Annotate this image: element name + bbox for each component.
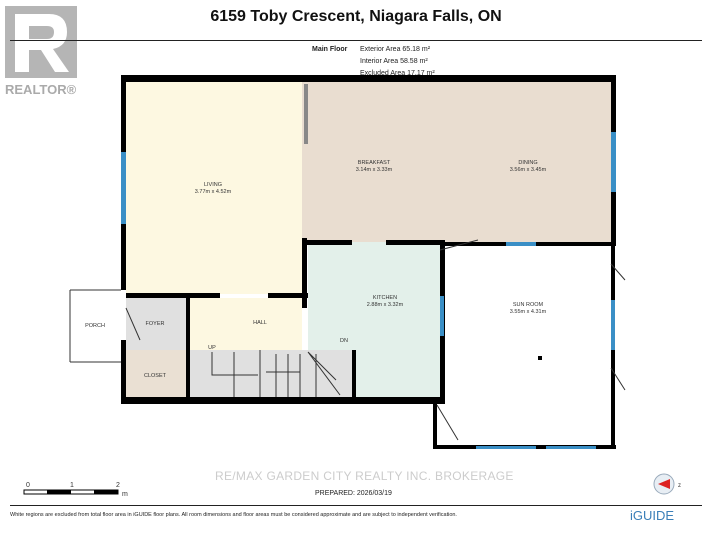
windows	[121, 132, 616, 449]
breakfast-dims: 3.14m x 3.33m	[356, 167, 393, 173]
scale-tick: 0	[26, 482, 30, 489]
scale-bar: 0 1 2 m	[23, 482, 128, 498]
sunroom-dims: 3.55m x 4.31m	[510, 309, 547, 315]
scale-tick: 2	[116, 482, 120, 489]
stairs-up-label: UP	[208, 345, 216, 351]
closet-label: CLOSET	[144, 373, 167, 379]
exterior-area: Exterior Area 65.18 m²	[360, 46, 431, 53]
scale-tick: 1	[70, 482, 74, 489]
divider	[10, 505, 702, 506]
disclaimer: White regions are excluded from total fl…	[10, 512, 457, 518]
porch-label: PORCH	[85, 323, 105, 329]
divider	[10, 40, 702, 41]
prepared-date: PREPARED: 2026/03/19	[315, 490, 392, 497]
svg-text:z: z	[678, 483, 681, 489]
brokerage-watermark: RE/MAX GARDEN CITY REALTY INC. BROKERAGE	[215, 469, 514, 483]
breakfast-label: BREAKFAST	[358, 160, 391, 166]
hall-label: HALL	[253, 320, 267, 326]
stairs-down-label: DN	[340, 338, 348, 344]
dining-label: DINING	[518, 160, 537, 166]
iguide-logo: iGUIDE	[630, 508, 675, 523]
floor-label: Main Floor	[312, 46, 348, 53]
compass-icon: z	[653, 473, 681, 495]
scale-unit: m	[122, 491, 128, 498]
living-label: LIVING	[204, 182, 222, 188]
kitchen-dims: 2.88m x 3.32m	[367, 302, 404, 308]
room-living	[126, 82, 302, 294]
realtor-logo: REALTOR®	[5, 6, 77, 97]
living-dims: 3.77m x 4.52m	[195, 189, 232, 195]
room-hall	[190, 298, 302, 350]
stairs	[190, 350, 352, 397]
page-title: 6159 Toby Crescent, Niagara Falls, ON	[210, 8, 502, 25]
room-foyer	[126, 298, 186, 350]
interior-area: Interior Area 58.58 m²	[360, 58, 428, 65]
stair-lines	[69, 239, 626, 441]
foyer-label: FOYER	[146, 321, 165, 327]
kitchen-label: KITCHEN	[373, 295, 397, 301]
sunroom-label: SUN ROOM	[513, 302, 544, 308]
room-breakfast-dining	[302, 82, 611, 242]
dining-dims: 3.56m x 3.45m	[510, 167, 547, 173]
excluded-area: Excluded Area 17.17 m²	[360, 70, 435, 77]
room-closet	[126, 350, 186, 397]
